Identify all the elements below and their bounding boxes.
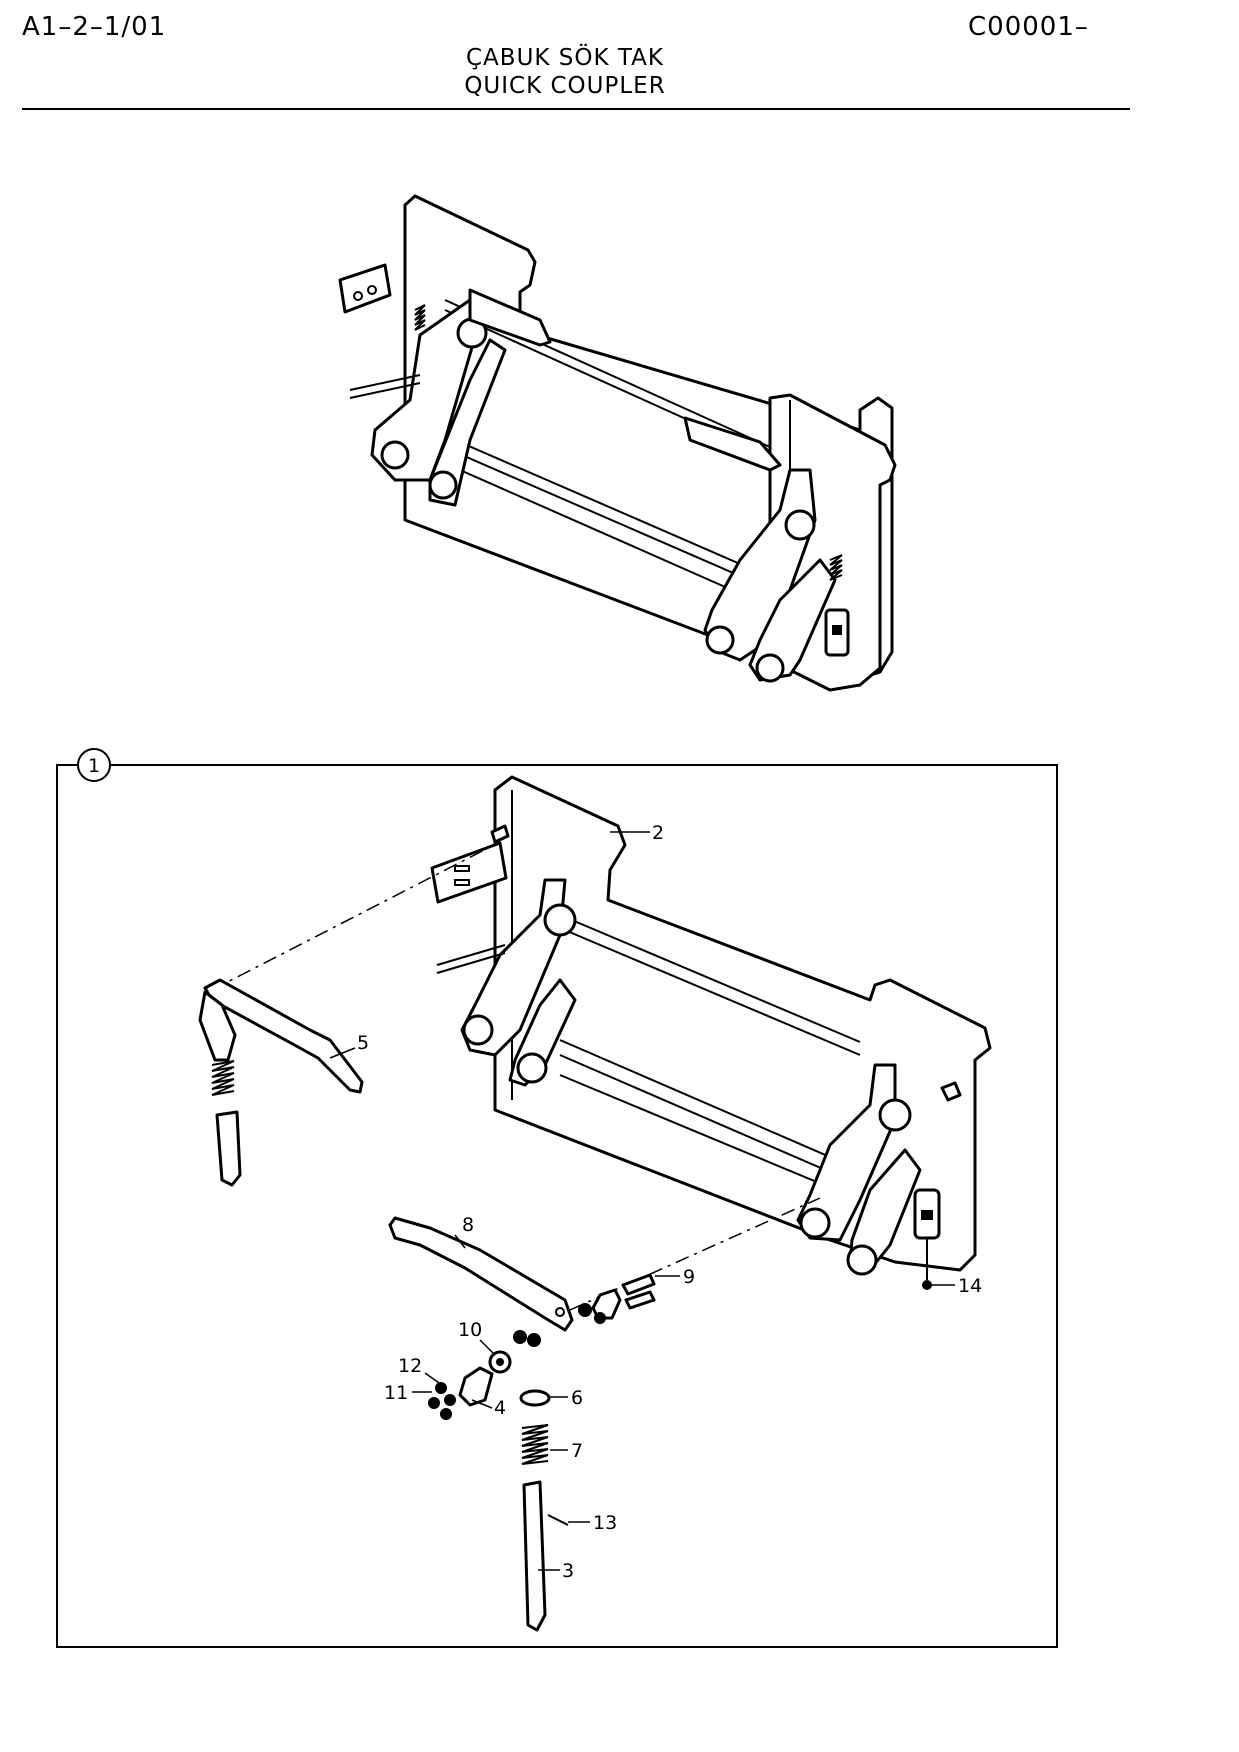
- title-english: QUICK COUPLER: [464, 73, 666, 99]
- small-hardware: [428, 1330, 541, 1420]
- callout-5: 5: [357, 1032, 369, 1054]
- part-9-bolts: [578, 1273, 656, 1324]
- drawing-code: A1–2–1/01: [22, 12, 167, 42]
- callout-13: 13: [593, 1512, 617, 1534]
- part-8-right-handle: [388, 1216, 574, 1332]
- part-6-washer: [519, 1389, 551, 1407]
- callout-9: 9: [683, 1266, 695, 1288]
- part-13-cotter-pin: [547, 1514, 569, 1526]
- group-circle: [77, 748, 111, 782]
- callout-2: 2: [652, 822, 664, 844]
- assembly-line-right: [569, 1197, 821, 1311]
- callout-7: 7: [571, 1440, 583, 1462]
- header-rule: [22, 108, 1130, 110]
- group-label: 1: [88, 755, 100, 777]
- part-7-spring: [521, 1424, 549, 1465]
- callout-8: 8: [462, 1214, 474, 1236]
- assembly-line-left: [211, 845, 493, 991]
- part-5-left-handle: [198, 978, 364, 1187]
- title-turkish: ÇABUK SÖK TAK: [466, 45, 664, 71]
- exploded-coupler-frame: [430, 775, 992, 1290]
- leader-lines: [329, 831, 955, 1571]
- part-3-pin: [522, 1480, 547, 1632]
- callout-3: 3: [562, 1560, 574, 1582]
- callout-11: 11: [384, 1382, 408, 1404]
- callout-10: 10: [458, 1319, 482, 1341]
- exploded-view-frame: [56, 764, 1058, 1648]
- part-code: C00001–: [968, 12, 1089, 42]
- callout-12: 12: [398, 1355, 422, 1377]
- callout-14: 14: [958, 1275, 982, 1297]
- callout-6: 6: [571, 1387, 583, 1409]
- assembled-coupler-view: [338, 194, 897, 692]
- callout-4: 4: [494, 1397, 506, 1419]
